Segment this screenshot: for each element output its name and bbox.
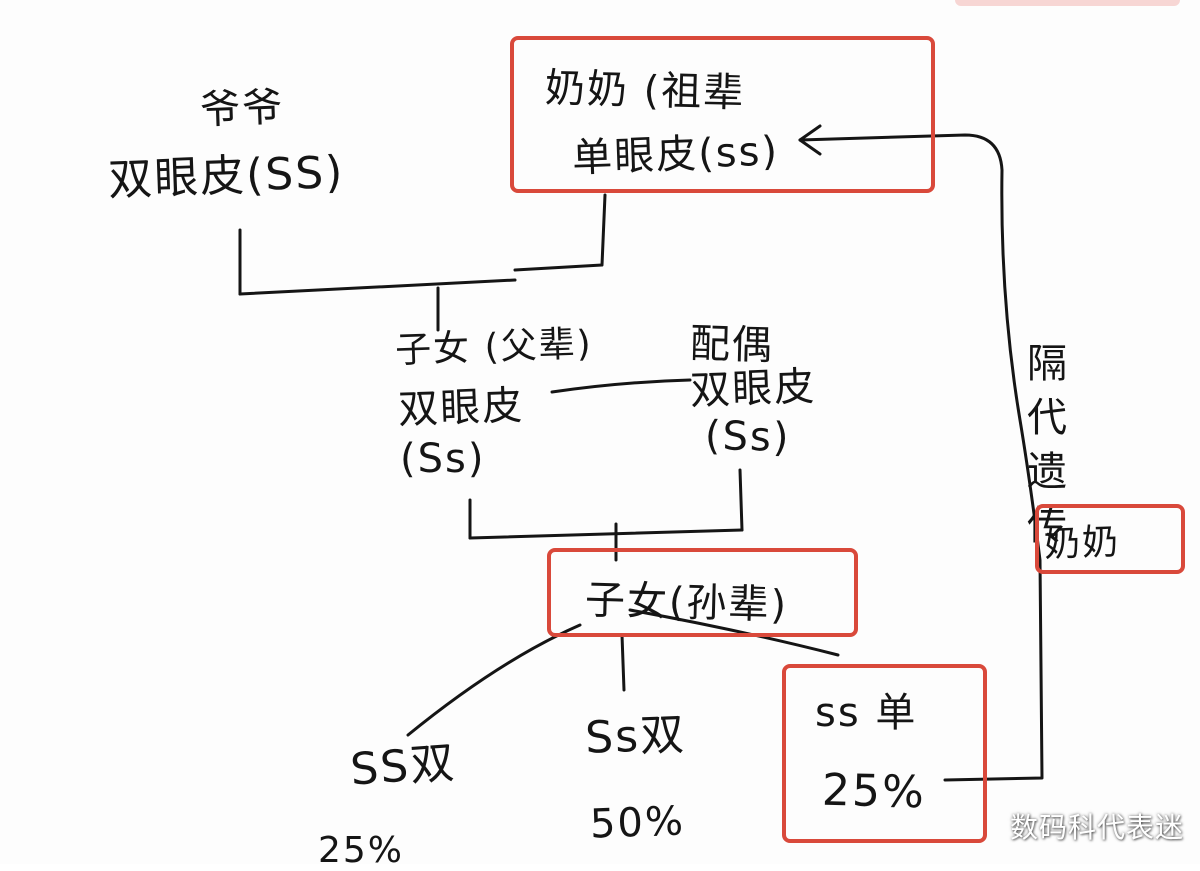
- parent-title: 子女 (父辈): [394, 323, 594, 372]
- grandmother-highlight-box: [510, 36, 935, 193]
- branch-line-left: [406, 623, 582, 737]
- outcome-recessive-highlight-box: [782, 664, 987, 843]
- spouse-trait: 双眼皮: [689, 363, 817, 415]
- spouse-genotype: (Ss): [704, 412, 792, 462]
- grandmother-drop-line: [513, 193, 607, 272]
- outcome-ss-dominant-percent: 25%: [318, 830, 405, 871]
- parent-trait: 双眼皮: [397, 382, 525, 434]
- grandchild-highlight-box: [547, 548, 858, 637]
- spouse-bottom-drop: [738, 468, 744, 532]
- parent-genotype: (Ss): [400, 436, 486, 482]
- grandmother-trait: 单眼皮(ss): [571, 128, 780, 182]
- outcome-ss-recessive-label: ss 单: [815, 690, 918, 736]
- outcome-ss-dominant-label: SS双: [348, 737, 458, 796]
- skip-generation-label: 隔代遗传: [1020, 342, 1066, 558]
- return-arrow-head: [798, 124, 822, 156]
- grandfather-title: 爷爷: [199, 84, 285, 134]
- return-path-line: [798, 133, 1044, 782]
- outcome-ss-hetero-percent: 50%: [589, 798, 686, 848]
- outcome-ss-hetero-label: Ss双: [584, 709, 687, 764]
- grandchild-title: 子女(孙辈): [584, 577, 789, 629]
- grandparents-join-line: [238, 278, 517, 296]
- branch-line-right: [628, 608, 840, 657]
- grandmother-side-box: [1035, 504, 1185, 574]
- grandmother-side-label: 奶奶: [1043, 521, 1121, 566]
- marriage-line: [550, 378, 692, 394]
- grandmother-title: 奶奶 (祖辈: [544, 65, 746, 117]
- couple-join-line: [468, 528, 744, 540]
- top-edge-strip: [955, 0, 1180, 6]
- branch-line-middle: [620, 633, 626, 692]
- outcome-ss-recessive-percent: 25%: [821, 764, 927, 819]
- grandfather-trait: 双眼皮(SS): [107, 146, 346, 207]
- watermark-text: 数码科代表迷: [1009, 811, 1184, 844]
